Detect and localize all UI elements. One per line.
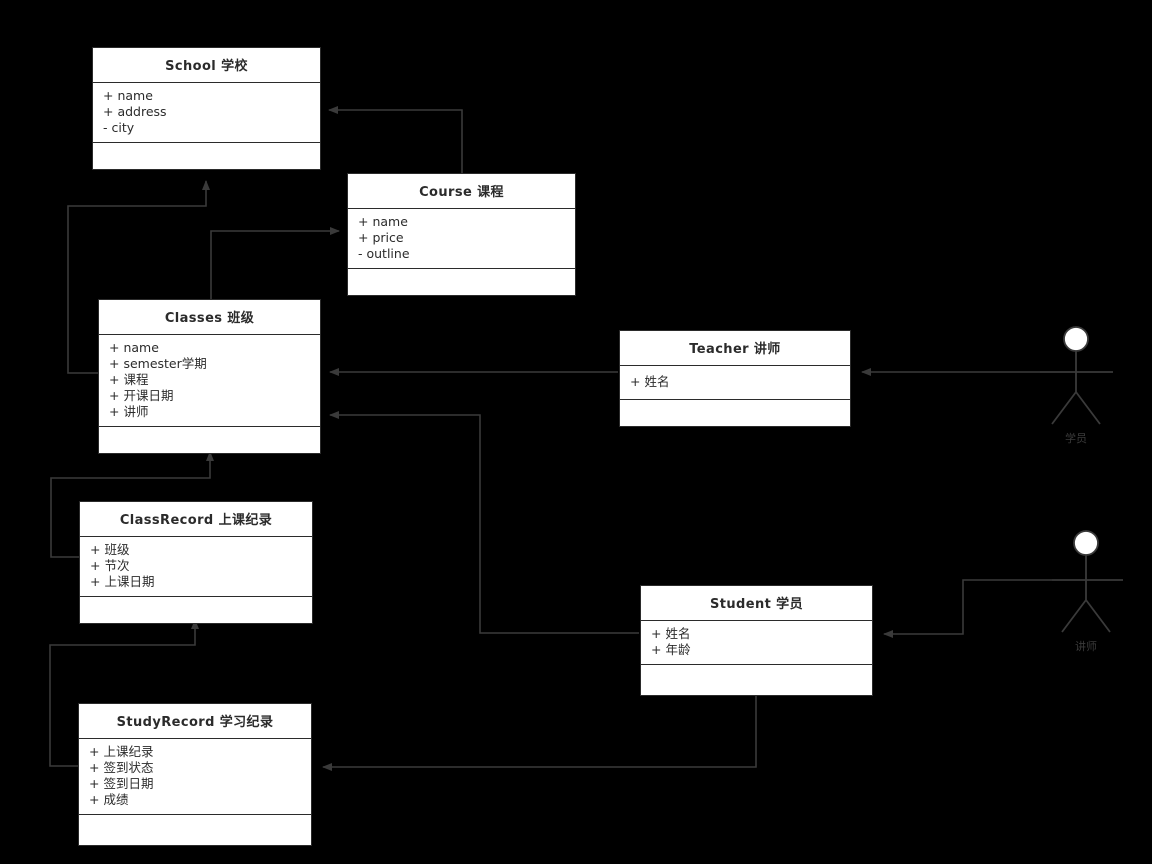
class-attribute: + name xyxy=(358,214,408,229)
class-attribute: + 开课日期 xyxy=(109,388,174,403)
class-attributes: + 上课纪录 + 签到状态 + 签到日期 + 成绩 xyxy=(79,739,311,815)
actor-label: 讲师 xyxy=(1075,640,1097,653)
class-operations xyxy=(620,400,850,426)
class-attribute: + 签到状态 xyxy=(89,760,154,775)
class-box-teacher[interactable]: Teacher 讲师 + 姓名 xyxy=(619,330,851,427)
class-attribute: + 上课纪录 xyxy=(89,744,154,759)
class-operations xyxy=(641,665,872,695)
class-attributes: + 姓名 + 年龄 xyxy=(641,621,872,665)
class-box-classrecord[interactable]: ClassRecord 上课纪录 + 班级 + 节次 + 上课日期 xyxy=(79,501,313,624)
connector-student-to-classes xyxy=(329,411,639,634)
class-attribute: + name xyxy=(103,88,153,103)
class-operations xyxy=(79,815,311,845)
actor-jiangshi[interactable]: 讲师 xyxy=(1036,638,1136,658)
class-attribute: + 上课日期 xyxy=(90,574,155,589)
class-title: Classes 班级 xyxy=(99,300,320,335)
class-attribute: + 讲师 xyxy=(109,404,149,419)
class-attribute: + 签到日期 xyxy=(89,776,154,791)
class-operations xyxy=(93,143,320,169)
class-title: Teacher 讲师 xyxy=(620,331,850,366)
class-attribute: - outline xyxy=(358,246,410,261)
class-attribute: + 姓名 xyxy=(630,374,670,389)
connector-actor-jiangshi-to-student xyxy=(883,579,1052,638)
class-attribute: + 班级 xyxy=(90,542,130,557)
class-attributes: + name + semester学期 + 课程 + 开课日期 + 讲师 xyxy=(99,335,320,427)
class-box-school[interactable]: School 学校 + name + address - city xyxy=(92,47,321,170)
class-operations xyxy=(80,597,312,623)
class-attribute: - city xyxy=(103,120,135,135)
connector-course-to-school xyxy=(328,106,463,177)
class-attributes: + name + price - outline xyxy=(348,209,575,269)
class-attribute: + 成绩 xyxy=(89,792,129,807)
class-attribute: + 课程 xyxy=(109,372,149,387)
class-attributes: + 班级 + 节次 + 上课日期 xyxy=(80,537,312,597)
class-attribute: + 年龄 xyxy=(651,642,691,657)
class-attribute: + name xyxy=(109,340,159,355)
class-title: Course 课程 xyxy=(348,174,575,209)
connector-classes-to-course xyxy=(210,227,340,302)
class-attribute: + semester学期 xyxy=(109,356,207,371)
class-box-course[interactable]: Course 课程 + name + price - outline xyxy=(347,173,576,296)
class-operations xyxy=(99,427,320,453)
class-attribute: + price xyxy=(358,230,404,245)
class-title: School 学校 xyxy=(93,48,320,83)
class-attribute: + 节次 xyxy=(90,558,130,573)
actor-xueyuan-figure xyxy=(1040,326,1113,425)
class-title: StudyRecord 学习纪录 xyxy=(79,704,311,739)
class-operations xyxy=(348,269,575,295)
class-attribute: + address xyxy=(103,104,167,119)
class-title: ClassRecord 上课纪录 xyxy=(80,502,312,537)
actor-label: 学员 xyxy=(1065,432,1087,445)
actor-xueyuan[interactable]: 学员 xyxy=(1026,430,1126,450)
class-attributes: + name + address - city xyxy=(93,83,320,143)
class-attributes: + 姓名 xyxy=(620,366,850,400)
class-box-studyrecord[interactable]: StudyRecord 学习纪录 + 上课纪录 + 签到状态 + 签到日期 + … xyxy=(78,703,312,846)
class-attribute: + 姓名 xyxy=(651,626,691,641)
class-title: Student 学员 xyxy=(641,586,872,621)
class-box-student[interactable]: Student 学员 + 姓名 + 年龄 xyxy=(640,585,873,696)
class-box-classes[interactable]: Classes 班级 + name + semester学期 + 课程 + 开课… xyxy=(98,299,321,454)
actor-jiangshi-figure xyxy=(1052,530,1123,633)
